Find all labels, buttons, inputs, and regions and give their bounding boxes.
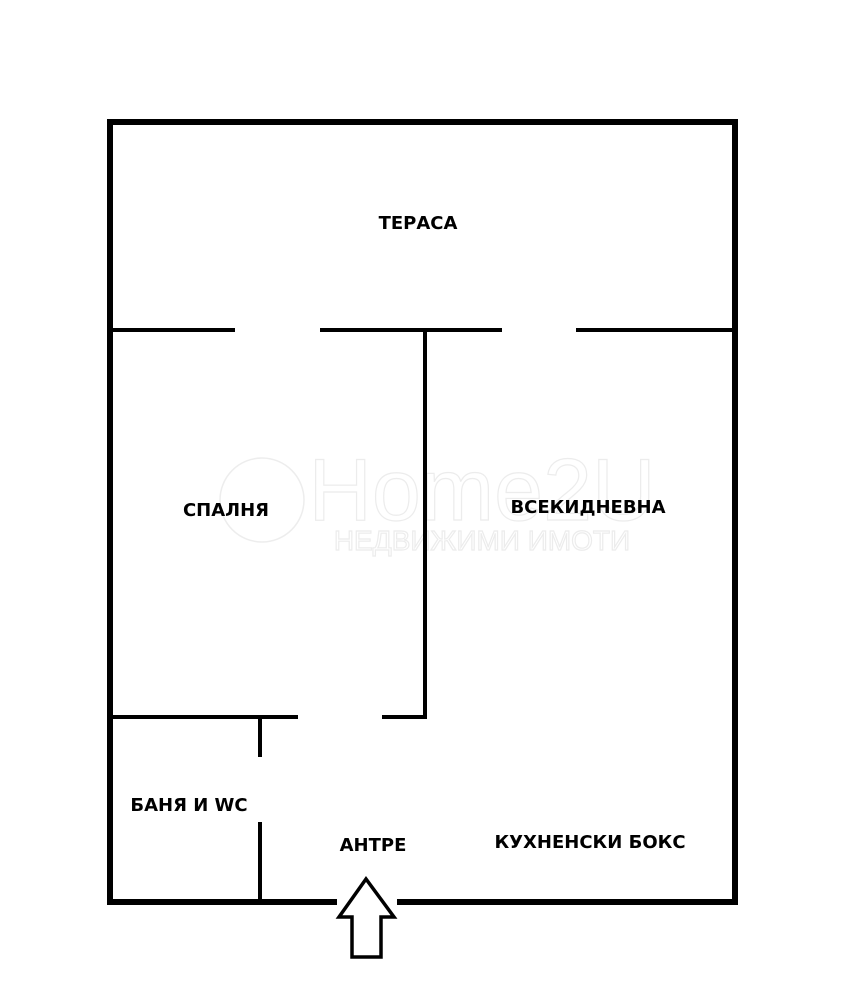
room-label-hallway: АНТРЕ bbox=[340, 835, 407, 856]
watermark-logo-icon bbox=[219, 457, 305, 543]
outer-walls bbox=[107, 119, 738, 905]
watermark: Home2U НЕДВИЖИМИ ИМОТИ bbox=[219, 439, 656, 557]
room-label-terrace: ТЕРАСА bbox=[379, 213, 458, 234]
room-label-living-room: ВСЕКИДНЕВНА bbox=[510, 497, 665, 518]
room-label-bathroom: БАНЯ И WC bbox=[130, 795, 247, 816]
outer-wall bbox=[107, 119, 738, 905]
watermark-brand: Home2U bbox=[308, 440, 655, 539]
arrow-up-icon bbox=[335, 876, 398, 959]
room-label-bedroom: СПАЛНЯ bbox=[183, 500, 269, 521]
watermark-tagline: НЕДВИЖИМИ ИМОТИ bbox=[334, 525, 630, 556]
inner-walls bbox=[110, 328, 735, 902]
room-label-kitchenette: КУХНЕНСКИ БОКС bbox=[494, 832, 685, 853]
